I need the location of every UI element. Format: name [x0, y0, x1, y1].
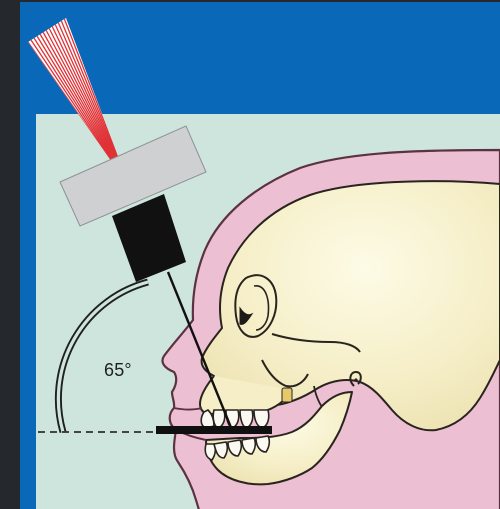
angle-label: 65°	[104, 360, 132, 381]
film-plate	[156, 426, 272, 434]
